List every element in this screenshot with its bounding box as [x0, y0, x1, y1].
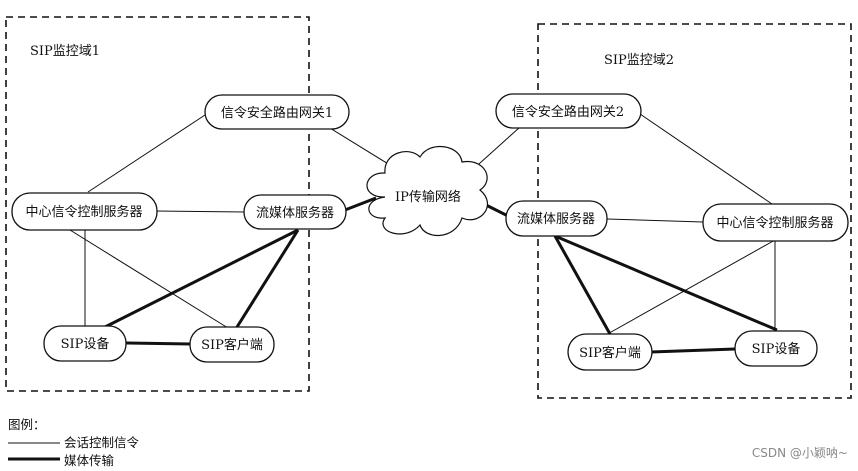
domain1-boundary — [5, 16, 310, 392]
client2-label: SIP客户端 — [579, 345, 641, 361]
gateway1-label: 信令安全路由网关1 — [221, 105, 333, 121]
node-gateway2: 信令安全路由网关2 — [495, 93, 642, 129]
node-gateway1: 信令安全路由网关1 — [204, 94, 350, 130]
client1-label: SIP客户端 — [201, 337, 263, 353]
domain1-label: SIP监控域1 — [30, 44, 100, 59]
domain2-boundary — [537, 23, 852, 399]
node-device2: SIP设备 — [734, 330, 818, 367]
legend-signaling-label: 会话控制信令 — [64, 435, 140, 450]
device2-label: SIP设备 — [752, 341, 801, 357]
central1-label: 中心信令控制服务器 — [25, 204, 142, 220]
media1-label: 流媒体服务器 — [256, 205, 334, 221]
gateway2-label: 信令安全路由网关2 — [512, 104, 624, 120]
media2-label: 流媒体服务器 — [517, 211, 595, 227]
watermark: CSDN @小颖呐~ — [752, 446, 848, 460]
domain2-label: SIP监控域2 — [604, 53, 674, 68]
ip-network-cloud: IP传输网络 — [366, 145, 488, 237]
node-device1: SIP设备 — [43, 325, 127, 362]
node-media1: 流媒体服务器 — [243, 194, 347, 230]
node-media2: 流媒体服务器 — [505, 200, 608, 237]
node-central2: 中心信令控制服务器 — [702, 203, 849, 242]
node-client1: SIP客户端 — [189, 326, 275, 363]
legend-title: 图例： — [8, 417, 46, 432]
ip-network-label: IP传输网络 — [395, 189, 461, 205]
legend-media-label: 媒体传输 — [64, 453, 115, 468]
node-central1: 中心信令控制服务器 — [11, 192, 158, 231]
signaling-links — [69, 113, 776, 337]
legend: 图例： 会话控制信令 媒体传输 — [8, 417, 140, 468]
central2-label: 中心信令控制服务器 — [716, 215, 833, 231]
device1-label: SIP设备 — [61, 336, 110, 352]
node-client2: SIP客户端 — [567, 333, 653, 371]
media-links — [104, 196, 778, 354]
